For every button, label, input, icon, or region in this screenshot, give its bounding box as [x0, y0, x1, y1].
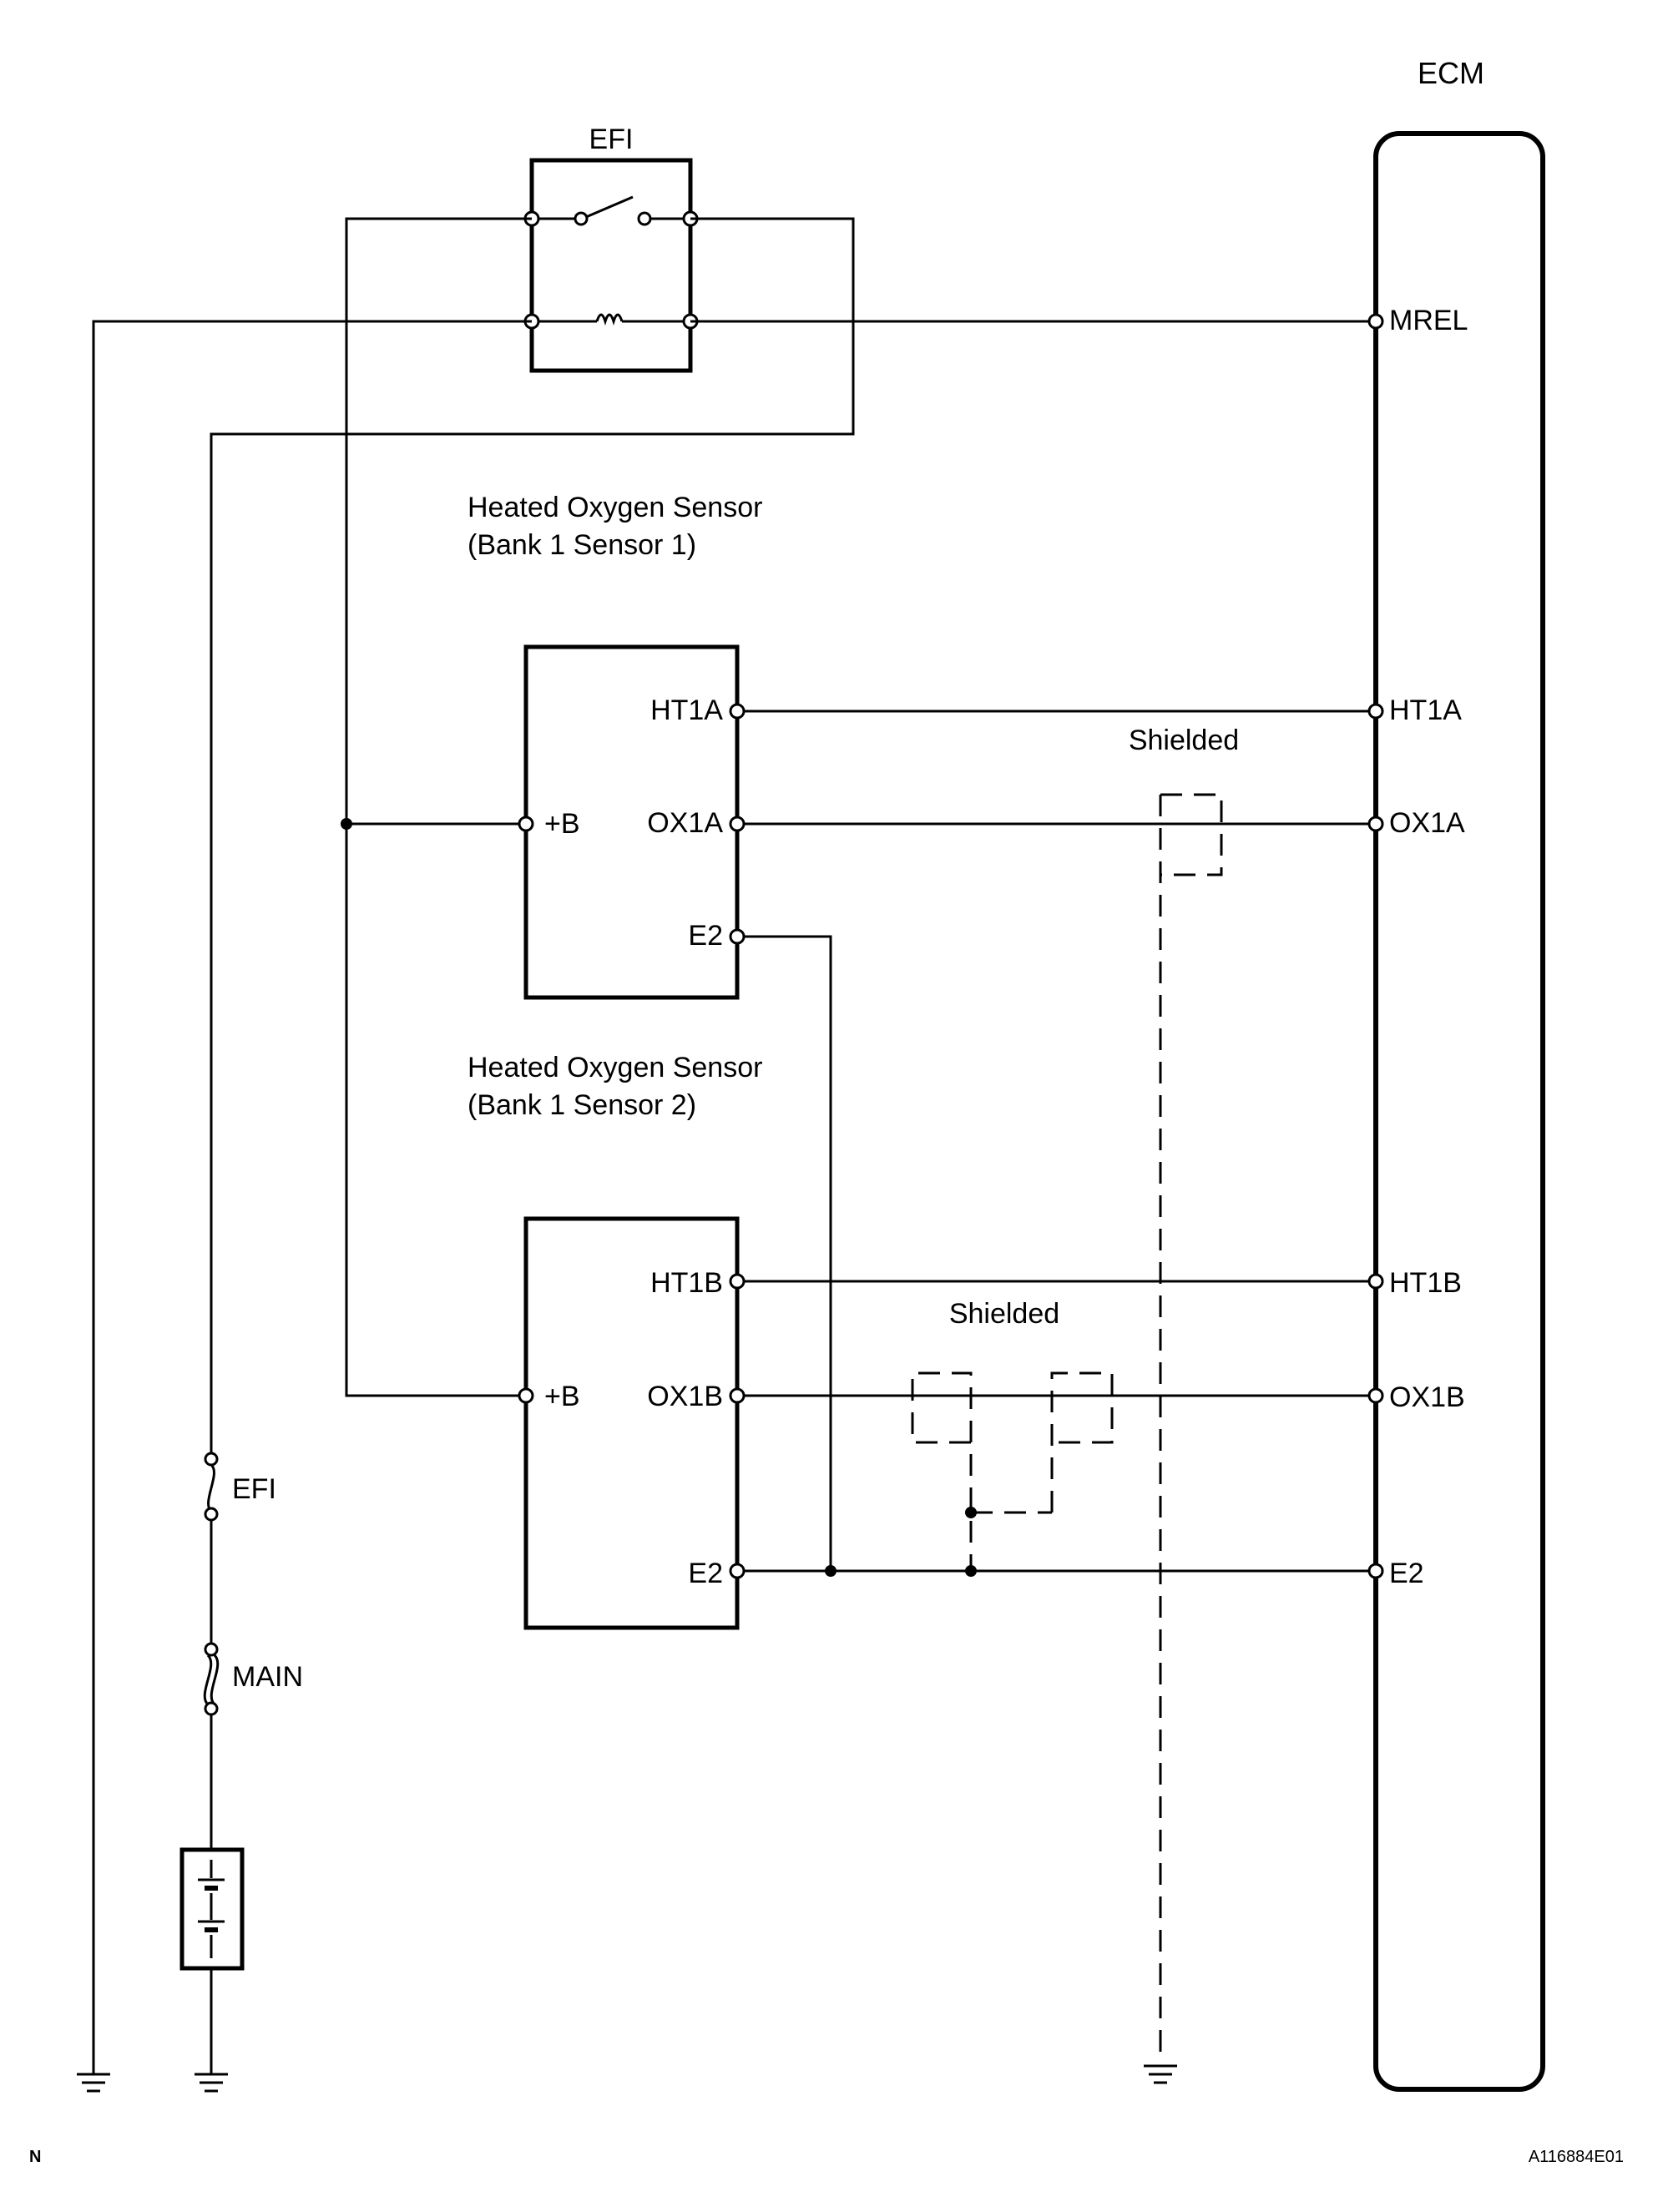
ecm-terminal-ox1a: [1367, 816, 1384, 832]
shield2-splice: [965, 1507, 977, 1518]
sensor2-name: Heated Oxygen Sensor: [468, 1052, 762, 1083]
ecm-pin-ht1b: HT1B: [1389, 1267, 1462, 1299]
wire-e2-sensor1: [737, 935, 832, 1571]
shield2-outline-right: [1050, 1371, 1114, 1513]
sensor1-pin-e2: E2: [688, 920, 723, 952]
sensor2-pin-ox: OX1B: [647, 1381, 723, 1412]
sensor2-terminal-b: [518, 1387, 534, 1404]
ground-shield: [1144, 2064, 1177, 2084]
shield1-outline: [1160, 793, 1223, 876]
relay-switch-blade: [585, 195, 634, 219]
sensor2-pin-e2: E2: [688, 1558, 723, 1589]
sensor1-pin-b: +B: [544, 808, 580, 840]
battery-box: [179, 1847, 245, 1971]
terminals: [518, 313, 1384, 1579]
splice-plus-b: [341, 818, 352, 830]
wire-coil-ground: [92, 320, 532, 2074]
sensor2-terminal-ox: [729, 1387, 746, 1404]
sensor2-pin-ht: HT1B: [650, 1267, 723, 1299]
corner-code-left: N: [29, 2148, 41, 2166]
shield-sensor2: Shielded: [911, 1298, 1114, 1571]
fuse-main: MAIN: [203, 1642, 303, 1716]
relay-switch-contact-left: [574, 211, 589, 226]
sensor2-terminal-ht: [729, 1273, 746, 1290]
fuse-efi-label: EFI: [232, 1473, 276, 1505]
sensor1-pin-ox: OX1A: [647, 807, 723, 839]
sensor-1: Heated Oxygen Sensor (Bank 1 Sensor 1) +…: [468, 492, 762, 1000]
sensor1-terminal-ox: [729, 816, 746, 832]
sensor1-terminal-b: [518, 816, 534, 832]
splices: [341, 818, 977, 1577]
ecm-pin-ox1b: OX1B: [1389, 1381, 1465, 1413]
sensor1-terminal-e2: [729, 928, 746, 945]
sensor1-pin-ht: HT1A: [650, 694, 723, 726]
wires: [92, 217, 1376, 2074]
ground-left: [77, 2073, 110, 2093]
ecm-pin-ht1a: HT1A: [1389, 694, 1462, 726]
fuse-main-label: MAIN: [232, 1661, 303, 1693]
fuse-efi-terminal-bottom: [204, 1507, 219, 1522]
ecm-terminal-e2: [1367, 1563, 1384, 1579]
shield1-label: Shielded: [1129, 725, 1239, 756]
ecm-pin-e2: E2: [1389, 1558, 1424, 1589]
sensor1-terminal-ht: [729, 703, 746, 720]
shield2-label: Shielded: [949, 1298, 1059, 1330]
figure-code: A116884E01: [1529, 2148, 1624, 2166]
shield-sensor1: Shielded: [1129, 725, 1239, 2063]
shield2-outline-left: [911, 1371, 973, 1571]
ecm-box: [1373, 131, 1545, 2092]
fuse-efi-icon: [207, 1463, 215, 1513]
fuse-efi: EFI: [204, 1452, 276, 1522]
sensor2-box: [523, 1216, 740, 1630]
sensor2-position: (Bank 1 Sensor 2): [468, 1089, 696, 1121]
relay-coil-icon: [595, 313, 624, 326]
fuse-main-icon: [203, 1654, 220, 1706]
relay-box: [529, 158, 693, 373]
fuse-main-terminal-top: [204, 1642, 219, 1657]
sensor1-name: Heated Oxygen Sensor: [468, 492, 762, 523]
sensor2-terminal-e2: [729, 1563, 746, 1579]
relay-label: EFI: [589, 124, 634, 155]
sensor2-pin-b: +B: [544, 1381, 580, 1412]
wire-battery-feed: [210, 217, 855, 1457]
ground-battery: [195, 2073, 228, 2093]
ecm-terminal-ox1b: [1367, 1387, 1384, 1404]
ecm-terminal-ht1b: [1367, 1273, 1384, 1290]
ecm: ECM MREL HT1A OX1A HT1B OX1B E2: [1373, 56, 1545, 2092]
ecm-pin-ox1a: OX1A: [1389, 807, 1465, 839]
ecm-title: ECM: [1418, 56, 1484, 90]
ecm-terminal-ht1a: [1367, 703, 1384, 720]
sensor1-position: (Bank 1 Sensor 1): [468, 529, 696, 561]
ecm-pin-mrel: MREL: [1389, 305, 1468, 336]
fuse-efi-terminal-top: [204, 1452, 219, 1467]
splice-e2-sensor1: [825, 1565, 837, 1577]
sensor-2: Heated Oxygen Sensor (Bank 1 Sensor 2) +…: [468, 1052, 762, 1630]
wire-switch-to-bus: [345, 217, 532, 1397]
battery: [179, 1847, 245, 1971]
fuse-main-terminal-bottom: [204, 1701, 219, 1716]
relay-switch-contact-right: [637, 211, 652, 226]
ecm-terminal-mrel: [1367, 313, 1384, 330]
efi-relay: EFI: [523, 124, 699, 373]
